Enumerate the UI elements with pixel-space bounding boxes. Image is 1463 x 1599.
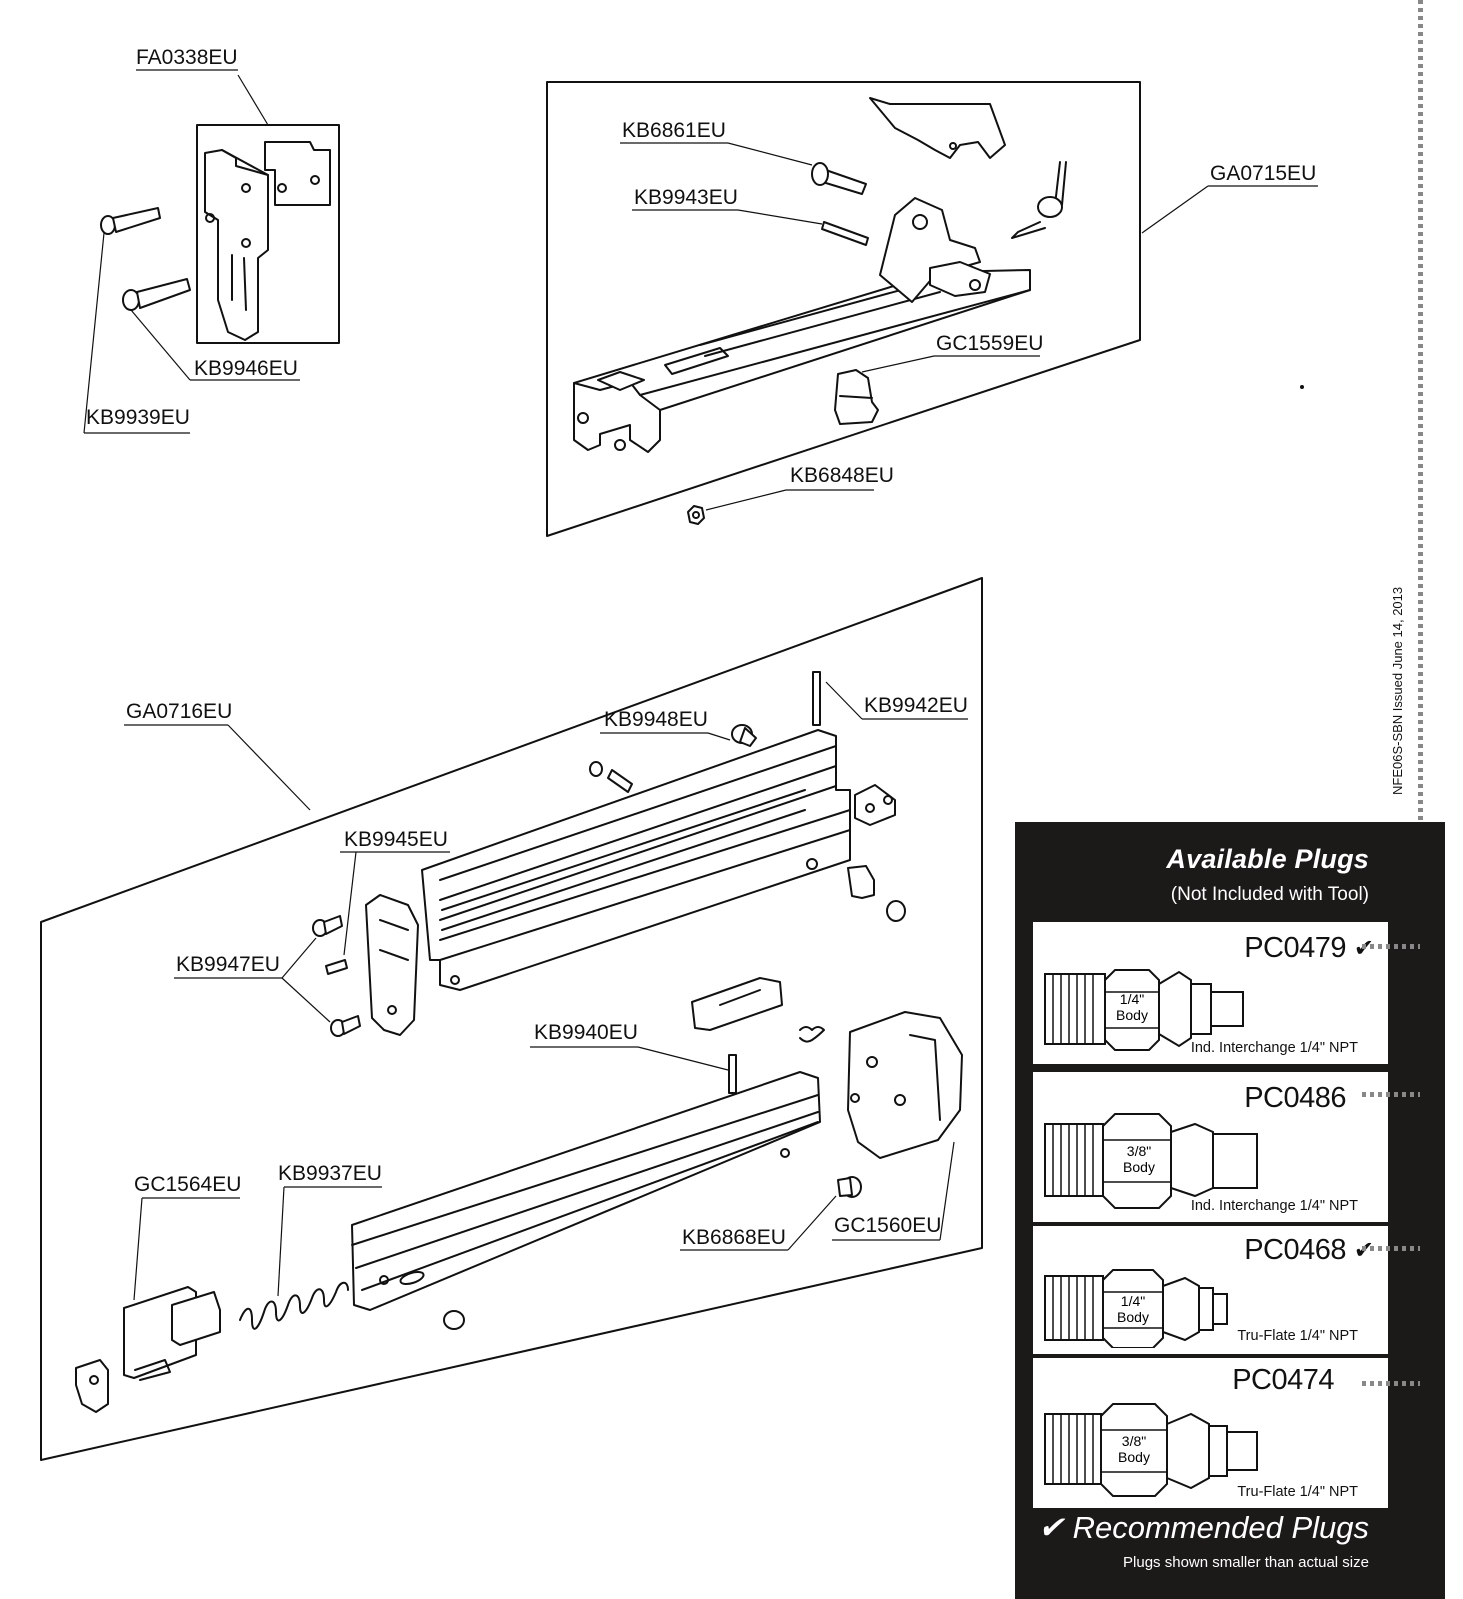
plug-pc0468-body-size: 1/4" (1121, 1293, 1145, 1309)
connector-pc0474 (1362, 1381, 1420, 1386)
label-ga0716eu: GA0716EU (126, 700, 232, 723)
plug-pc0468-body-word: Body (1117, 1309, 1149, 1325)
label-kb6868eu: KB6868EU (682, 1226, 786, 1249)
plug-pc0474-icon: 3/8" Body (1044, 1403, 1258, 1497)
plug-desc-pc0474: Tru-Flate 1/4" NPT (1237, 1484, 1358, 1500)
plug-pc0486-icon: 3/8" Body (1044, 1113, 1258, 1209)
screw-kb9946 (122, 278, 191, 311)
label-kb9940eu: KB9940EU (534, 1021, 638, 1044)
plug-card-pc0468: 1/4" Body PC0468 ✔ Tru-Flate 1/4" NPT (1033, 1226, 1388, 1354)
screw-kb9939 (100, 207, 161, 235)
plug-pc0468-icon: 1/4" Body (1044, 1269, 1228, 1348)
connector-pc0479 (1362, 944, 1420, 949)
label-kb6861eu: KB6861EU (622, 119, 726, 142)
document-issue-note: NFE06S-SBN Issued June 14, 2013 (1370, 540, 1405, 800)
connector-pc0486 (1362, 1092, 1420, 1097)
label-fa0338eu: FA0338EU (136, 46, 238, 69)
available-plugs-panel: Available Plugs (Not Included with Tool)… (1015, 822, 1445, 1599)
label-ga0715eu: GA0715EU (1210, 162, 1316, 185)
label-kb9937eu: KB9937EU (278, 1162, 382, 1185)
plug-pc0479-icon: 1/4" Body (1044, 969, 1244, 1051)
label-kb9943eu: KB9943EU (634, 186, 738, 209)
label-kb9946eu: KB9946EU (194, 357, 298, 380)
connector-pc0468 (1362, 1246, 1420, 1251)
label-gc1560eu: GC1560EU (834, 1214, 941, 1237)
ga0715-frame (546, 81, 1141, 537)
plug-code-pc0468: PC0468 (1244, 1234, 1346, 1266)
ga0715-assembly (573, 97, 1304, 525)
plug-card-pc0474: 3/8" Body PC0474 Tru-Flate 1/4" NPT (1033, 1358, 1388, 1508)
plug-card-pc0479: 1/4" Body PC0479 ✔ Ind. Interchange 1/4"… (1033, 922, 1388, 1064)
plug-desc-pc0486: Ind. Interchange 1/4" NPT (1190, 1198, 1358, 1214)
issue-note-text: NFE06S-SBN Issued June 14, 2013 (1390, 586, 1405, 795)
plug-desc-pc0479: Ind. Interchange 1/4" NPT (1190, 1040, 1358, 1056)
plug-pc0474-body-size: 3/8" (1122, 1433, 1146, 1449)
plug-pc0479-body-size: 1/4" (1120, 991, 1144, 1007)
plug-card-pc0486: 3/8" Body PC0486 Ind. Interchange 1/4" N… (1033, 1072, 1388, 1222)
plug-code-pc0479: PC0479 (1244, 932, 1346, 964)
recommended-plugs-title: ✔ Recommended Plugs (1038, 1510, 1369, 1545)
ga0716-assembly (75, 671, 963, 1413)
plug-pc0486-body-size: 3/8" (1127, 1143, 1151, 1159)
ga0716-frame (40, 577, 983, 1461)
label-kb9942eu: KB9942EU (864, 694, 968, 717)
fa0338-assembly (83, 74, 340, 434)
label-gc1559eu: GC1559EU (936, 332, 1043, 355)
dotted-edge (1418, 0, 1423, 1385)
label-kb9939eu: KB9939EU (86, 406, 190, 429)
plug-code-pc0486: PC0486 (1244, 1082, 1346, 1114)
plugs-size-note: Plugs shown smaller than actual size (1123, 1554, 1369, 1571)
plug-pc0486-body-word: Body (1123, 1159, 1155, 1175)
plug-pc0479-body-word: Body (1116, 1007, 1148, 1023)
panel-subtitle: (Not Included with Tool) (1170, 884, 1369, 905)
plug-desc-pc0468: Tru-Flate 1/4" NPT (1237, 1328, 1358, 1344)
panel-title: Available Plugs (1166, 844, 1369, 874)
label-kb6848eu: KB6848EU (790, 464, 894, 487)
plug-code-pc0474: PC0474 (1232, 1364, 1334, 1396)
label-kb9947eu: KB9947EU (176, 953, 280, 976)
plug-pc0474-body-word: Body (1118, 1449, 1150, 1465)
label-gc1564eu: GC1564EU (134, 1173, 241, 1196)
label-kb9948eu: KB9948EU (604, 708, 708, 731)
label-kb9945eu: KB9945EU (344, 828, 448, 851)
